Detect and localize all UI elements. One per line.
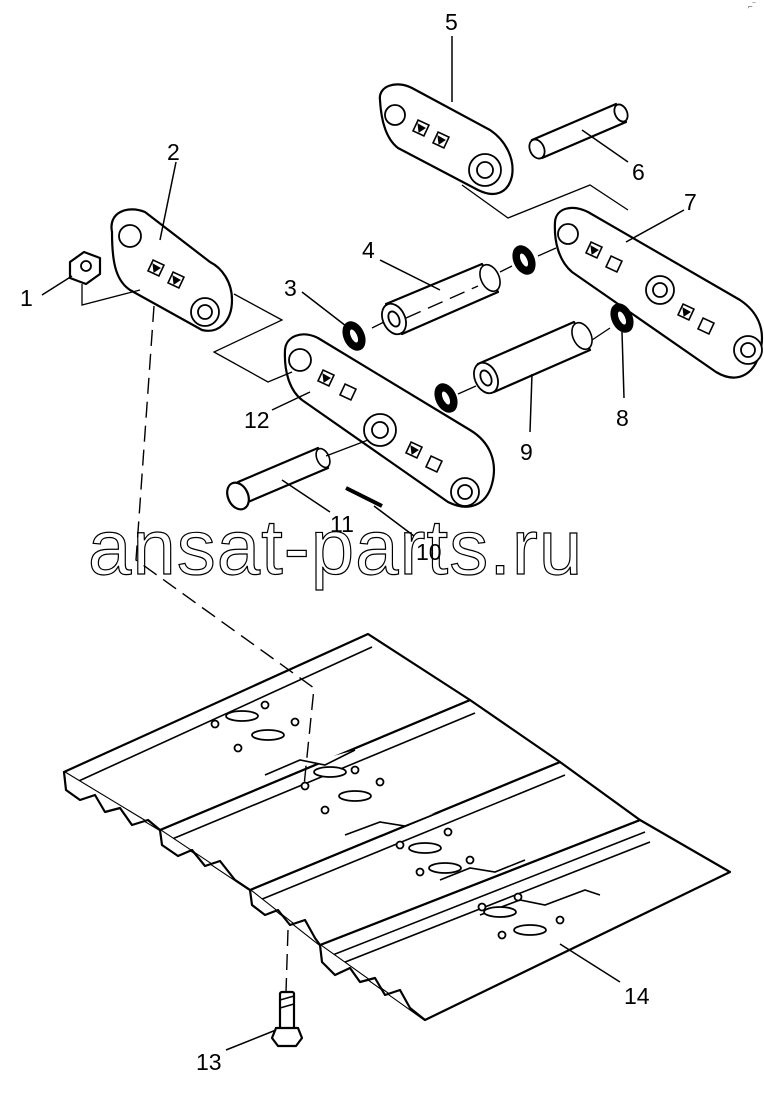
track-link-5 (378, 83, 514, 195)
track-link-2 (110, 208, 234, 332)
track-bushing-9 (473, 320, 593, 395)
callout-12: 12 (244, 407, 270, 433)
seal-ring-top (512, 245, 536, 275)
track-shoe-front (318, 818, 732, 1022)
track-link-12 (283, 333, 496, 508)
shoe-nut (68, 250, 102, 286)
callout-7: 7 (684, 189, 697, 215)
callout-2: 2 (167, 139, 180, 165)
track-pin-6 (528, 102, 629, 160)
seal-ring-8 (610, 303, 634, 333)
spring-pin-10 (345, 486, 383, 508)
seal-ring-lower (434, 383, 458, 413)
track-bushing-4 (381, 262, 501, 336)
callout-9: 9 (520, 439, 533, 465)
callout-3: 3 (284, 275, 297, 301)
seal-rings (342, 245, 634, 413)
track-shoe-2 (158, 698, 562, 892)
callout-1: 1 (20, 285, 33, 311)
corner-mark: ⌐‾ (748, 2, 756, 11)
callout-8: 8 (616, 405, 629, 431)
callout-11: 11 (330, 511, 354, 537)
watermark-text: ansat-parts.ru (88, 503, 583, 591)
callout-6: 6 (632, 159, 645, 185)
track-pin-11 (226, 446, 331, 511)
callout-13: 13 (196, 1049, 222, 1075)
callout-4: 4 (362, 237, 375, 263)
shoe-bolt (270, 990, 304, 1048)
track-shoes (62, 632, 732, 1022)
callout-labels: 1 2 3 4 5 6 7 8 9 10 11 12 13 14 (20, 9, 697, 1075)
seal-ring-3 (342, 321, 366, 351)
callout-10: 10 (416, 539, 442, 565)
track-shoe-back (62, 632, 472, 832)
assembly-guides (81, 184, 629, 993)
leader-lines (41, 36, 685, 1051)
callout-5: 5 (445, 9, 458, 35)
track-link-7 (553, 206, 764, 379)
callout-14: 14 (624, 983, 650, 1009)
